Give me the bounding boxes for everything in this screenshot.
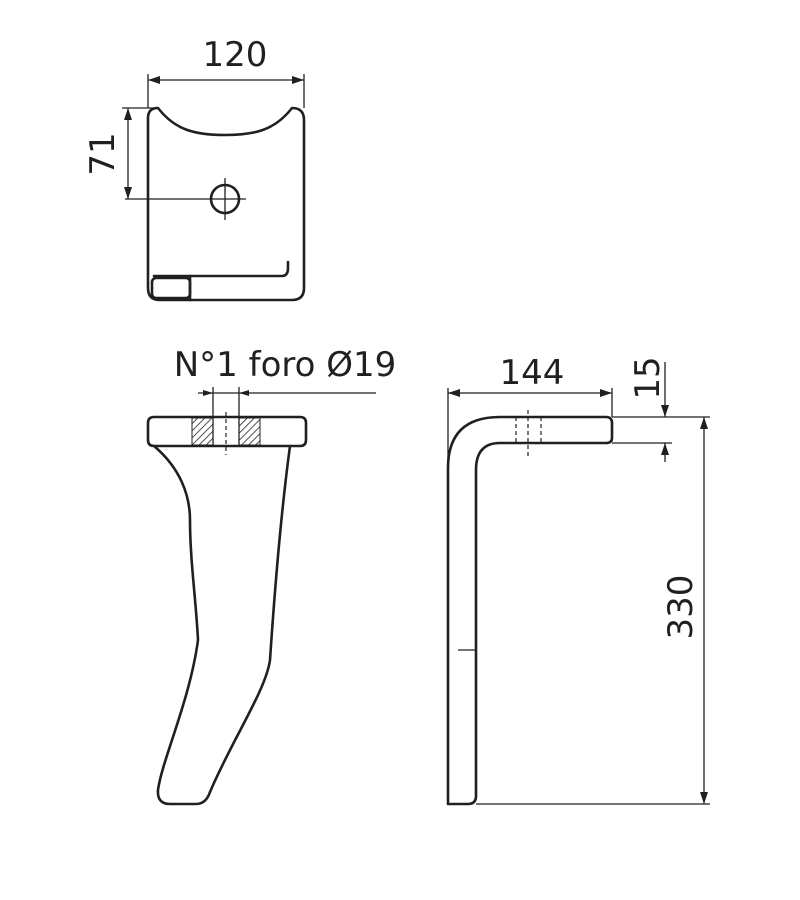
top-view: 120 71 [83, 35, 306, 302]
width-arrow-left [148, 76, 160, 84]
side-view-profile [446, 415, 614, 806]
front-view-flange [146, 415, 308, 448]
hole-arrow-right [239, 390, 249, 396]
offset-dimension-label: 71 [83, 132, 123, 175]
hole-arrow-left [203, 390, 213, 396]
thickness-arrow-top [661, 405, 669, 417]
front-view-blade [152, 444, 292, 806]
length-arrow-right [600, 389, 612, 397]
height-arrow-top [700, 417, 708, 429]
length-arrow-left [448, 389, 460, 397]
height-arrow-bottom [700, 792, 708, 804]
front-view: N°1 foro Ø19 [146, 345, 397, 806]
height-dimension-label: 330 [661, 575, 701, 640]
width-arrow-right [292, 76, 304, 84]
thickness-arrow-bottom [661, 443, 669, 455]
thickness-dimension-label: 15 [628, 356, 668, 399]
section-hatch-left [191, 417, 214, 446]
offset-arrow-bottom [124, 187, 132, 199]
top-view-bent-edge [152, 260, 290, 278]
side-view: 144 15 330 [446, 353, 710, 806]
hole-note-label: N°1 foro Ø19 [174, 345, 397, 385]
width-dimension-label: 120 [203, 35, 268, 75]
section-hatch-right [238, 417, 261, 446]
offset-arrow-top [124, 108, 132, 120]
length-dimension-label: 144 [500, 353, 565, 393]
top-view-outline [146, 106, 306, 302]
top-view-corner-block [150, 276, 192, 300]
